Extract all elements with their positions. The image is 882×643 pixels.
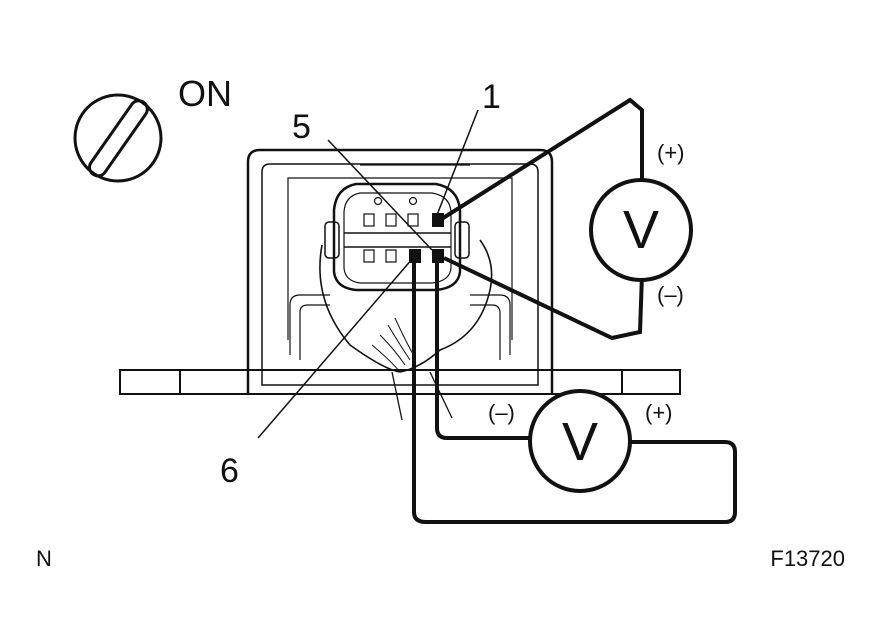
terminal-leader-lines — [257, 109, 479, 439]
terminal-label-1: 1 — [482, 78, 501, 116]
bottom-voltmeter: V — [528, 389, 632, 493]
top-meter-positive-label: (+) — [657, 140, 685, 165]
bottom-meter-positive-label: (+) — [645, 400, 673, 425]
top-meter-wiring — [438, 97, 644, 341]
terminal-label-6: 6 — [220, 452, 239, 490]
footer-left-code: N — [36, 546, 52, 571]
terminal-pins — [409, 213, 444, 263]
bottom-voltmeter-symbol: V — [562, 412, 598, 472]
bottom-meter-wiring — [412, 262, 737, 524]
ignition-on-label: ON — [178, 73, 232, 114]
top-meter-negative-label: (–) — [657, 282, 684, 307]
ignition-switch-icon — [73, 93, 163, 183]
terminal-label-5: 5 — [292, 108, 311, 146]
bottom-meter-negative-label: (–) — [488, 400, 515, 425]
top-voltmeter: V — [589, 178, 693, 282]
top-voltmeter-symbol: V — [623, 200, 659, 260]
figure-code: F13720 — [770, 546, 845, 571]
